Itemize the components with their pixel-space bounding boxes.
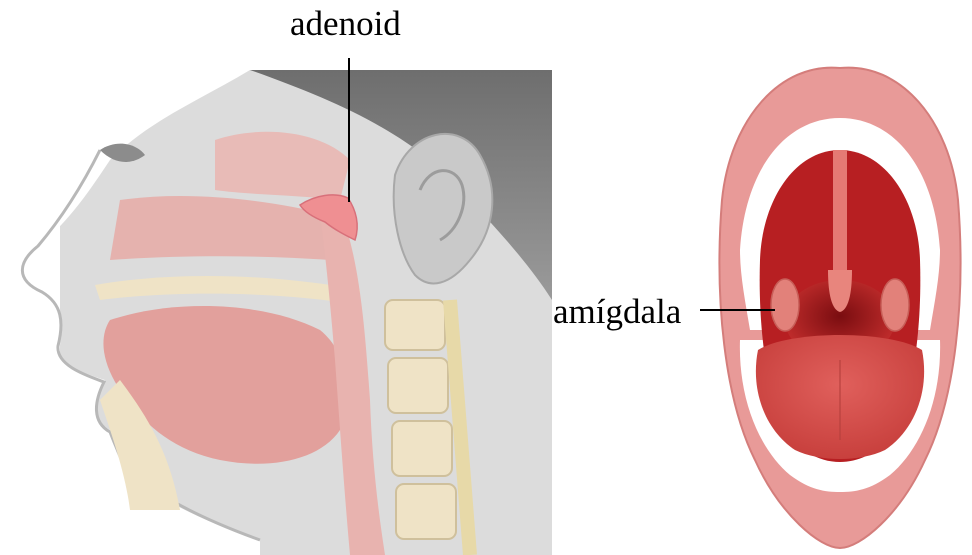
open-mouth-illustration xyxy=(700,68,961,548)
adenoid-label: adenoid xyxy=(290,6,401,41)
tonsil-right xyxy=(881,279,909,331)
tonsil-label: amígdala xyxy=(553,294,681,329)
head-section-illustration xyxy=(0,58,552,555)
tonsil-left xyxy=(771,279,799,331)
